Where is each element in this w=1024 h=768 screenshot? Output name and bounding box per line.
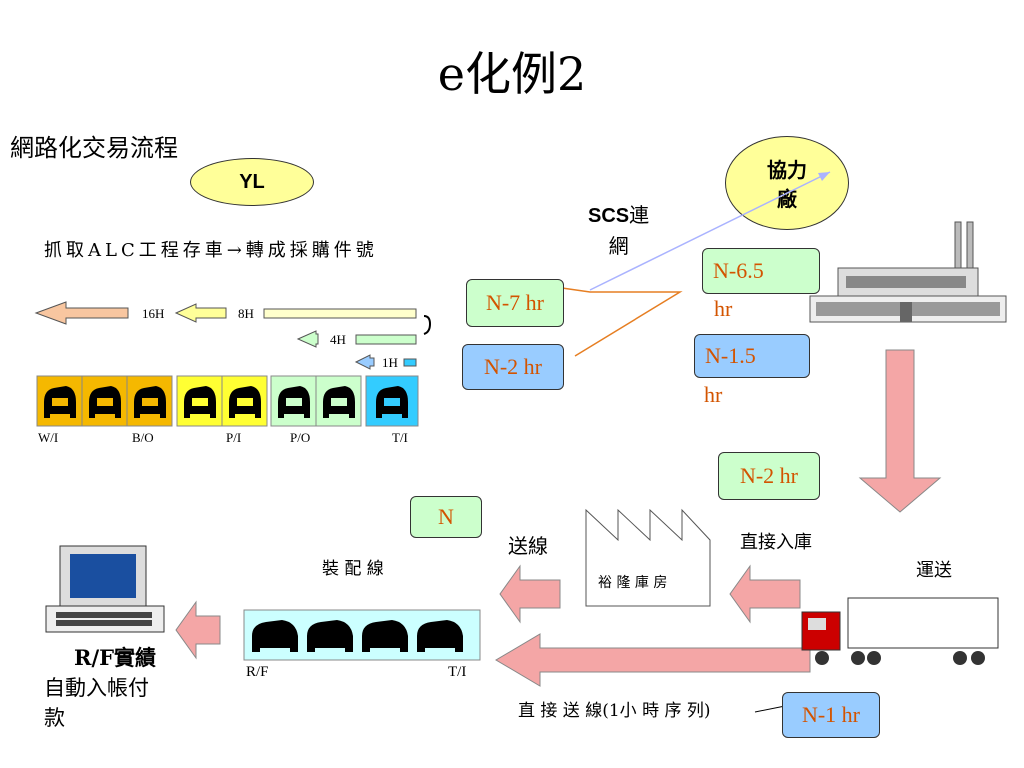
callout-n-text: N <box>438 504 454 529</box>
truck-icon <box>801 597 999 665</box>
station-bo: B/O <box>132 430 154 445</box>
callout-n65-line1: N-6.5 <box>713 258 764 283</box>
arrow-down <box>858 349 942 513</box>
timeline-arrow-8h <box>174 303 417 323</box>
label-direct-send: 直 接 送 線(1小 時 序 列) <box>518 701 711 721</box>
callout-n: N <box>410 496 482 538</box>
yl-label: YL <box>239 170 265 193</box>
label-assembly: 裝 配 線 <box>322 559 384 579</box>
warehouse-icon <box>585 508 711 607</box>
computer-icon <box>45 545 165 633</box>
factory-icon <box>809 221 1007 323</box>
scs-label: SCS連 網 <box>588 200 649 261</box>
callout-n2-right: N-2 hr <box>718 452 820 500</box>
station-wi: W/I <box>38 430 59 445</box>
callout-n2-top: N-2 hr <box>462 344 564 390</box>
alc-text: 抓取ALC工程存車→轉成採購件號 <box>44 240 378 261</box>
timeline-16h: 16H <box>142 306 165 321</box>
callout-n15-line1: N-1.5 <box>705 343 756 368</box>
label-send: 送線 <box>508 534 548 558</box>
callout-n2-right-text: N-2 hr <box>739 463 799 488</box>
callout-n65: N-6.5 <box>702 248 820 294</box>
station-ti: T/I <box>392 430 408 445</box>
car-icons-top <box>44 386 408 418</box>
timeline-1h: 1H <box>382 355 398 370</box>
callout-n1: N-1 hr <box>782 692 880 738</box>
scs-rest: 連 <box>629 203 650 227</box>
label-ship: 運送 <box>916 560 952 581</box>
scs-link-line <box>589 171 831 291</box>
callout-n2-top-text: N-2 hr <box>483 354 543 379</box>
label-auto-pay-2: 款 <box>44 706 65 730</box>
arrow-into-warehouse <box>729 564 801 624</box>
label-rf-perf: R/F實績 <box>74 645 157 670</box>
timeline-8h: 8H <box>238 306 254 321</box>
timeline-arrow-1h <box>354 354 417 370</box>
callout-n65-line2: hr <box>714 296 733 321</box>
bracket <box>423 315 432 335</box>
scs-line2: 網 <box>608 234 629 258</box>
label-direct-in: 直接入庫 <box>740 532 812 553</box>
timeline-4h: 4H <box>330 332 346 347</box>
station-po: P/O <box>290 430 311 445</box>
car-icons-bottom <box>252 620 463 652</box>
timeline-arrow-16h <box>34 301 129 325</box>
supplier-oval: 協力 廠 <box>725 136 849 230</box>
station-pi: P/I <box>226 430 242 445</box>
label-ti: T/I <box>448 664 467 680</box>
callout-n1-text: N-1 hr <box>801 702 861 727</box>
yl-oval: YL <box>190 158 314 206</box>
label-warehouse: 裕 隆 庫 房 <box>598 575 668 591</box>
callout-n15: N-1.5 <box>694 334 810 378</box>
callout-n7: N-7 hr <box>466 279 564 327</box>
label-rf: R/F <box>246 664 269 680</box>
scs-bold: SCS <box>588 205 630 227</box>
supplier-label: 協力 廠 <box>767 158 807 211</box>
page-title: e化例2 <box>437 47 587 101</box>
callout-n15-line2: hr <box>704 382 723 407</box>
arrow-send-line <box>499 564 561 624</box>
scs-link-arrowhead <box>818 172 830 181</box>
label-auto-pay-1: 自動入帳付 <box>44 676 149 700</box>
subtitle: 網路化交易流程 <box>10 134 178 162</box>
timeline-arrow-4h <box>296 330 417 348</box>
arrow-to-computer <box>175 600 221 660</box>
callout-n7-text: N-7 hr <box>485 290 545 315</box>
orange-link-line <box>561 287 683 357</box>
arrow-direct-send <box>495 633 811 687</box>
